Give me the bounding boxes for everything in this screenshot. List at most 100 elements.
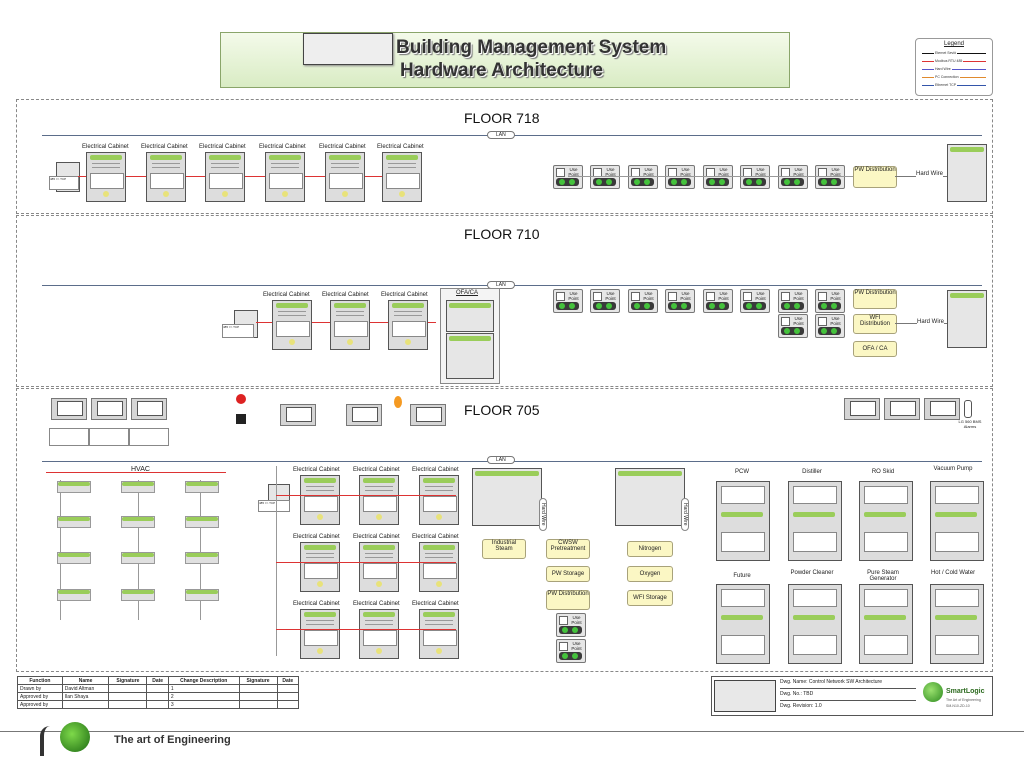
electrical-cabinet	[330, 300, 370, 350]
alarm-sensor-icon	[236, 414, 246, 424]
hvac-unit	[121, 552, 155, 564]
smartlogic-logo-icon	[923, 682, 943, 702]
modbus-wire-705	[276, 562, 456, 563]
electrical-cabinet	[265, 152, 305, 202]
hvac-bus	[46, 472, 226, 473]
use-point: Use Point	[628, 165, 658, 189]
use-point: Use Point	[556, 613, 586, 637]
electrical-cabinet	[272, 300, 312, 350]
cabinet-trunk-705	[276, 466, 277, 656]
floor-705-title: FLOOR 705	[464, 402, 540, 418]
hvac-unit	[185, 552, 219, 564]
col-header: Date	[146, 676, 169, 685]
ofaca-plc	[446, 333, 494, 379]
cabinet-label: Electrical Cabinet	[319, 144, 366, 150]
pw-distribution-718: PW Distribution	[853, 166, 897, 188]
use-point: Use Point	[665, 165, 695, 189]
workstation-pc	[884, 398, 920, 420]
use-point: Use Point	[703, 289, 733, 313]
fire-icon	[394, 396, 402, 408]
converter-705-info: 485 => TCP	[258, 500, 290, 512]
cabinet-label: Electrical Cabinet	[377, 144, 424, 150]
footer-logo-swoosh-icon	[40, 726, 58, 756]
use-point: Use Point	[778, 314, 808, 338]
use-point: Use Point	[740, 289, 770, 313]
cabinet-label: Electrical Cabinet	[293, 467, 340, 473]
hard-wire-vertical: Hard Wire	[681, 498, 689, 531]
electrical-cabinet	[300, 609, 340, 659]
equipment-panel	[930, 584, 984, 664]
pw-distribution-705: PW Distribution	[546, 590, 590, 610]
cabinet-label: Electrical Cabinet	[353, 534, 400, 540]
equipment-panel	[930, 481, 984, 561]
electrical-cabinet	[388, 300, 428, 350]
wfi-storage: WFI Storage	[627, 590, 673, 606]
cabinet-label: Electrical Cabinet	[412, 467, 459, 473]
use-point: Use Point	[556, 639, 586, 663]
modbus-wire-705	[276, 495, 456, 496]
legend-label: Hard Wire	[934, 67, 952, 71]
legend-label: PC Connection	[934, 75, 960, 79]
electrical-cabinet	[359, 475, 399, 525]
ofaca-unit	[446, 300, 494, 332]
legend-label: Eternet Sevi#	[934, 51, 958, 55]
equipment-panel	[716, 481, 770, 561]
hardwire-718	[568, 176, 854, 177]
hvac-unit	[57, 481, 91, 493]
brand-code: SM-N10-ZD-10	[946, 704, 970, 708]
cabinet-label: Electrical Cabinet	[381, 292, 428, 298]
legend-label: Ethernet TCP	[934, 83, 958, 87]
legend-title: Legend	[943, 41, 965, 47]
signoff-table: Function Name Signature Date Change Desc…	[17, 676, 300, 709]
plc-cabinet-718	[947, 144, 987, 202]
use-point: Use Point	[815, 314, 845, 338]
equipment-panel	[788, 481, 842, 561]
plc-rack-gases	[615, 468, 685, 526]
use-point: Use Point	[590, 289, 620, 313]
pw-distribution-710: PW Distribution	[853, 289, 897, 309]
electrical-cabinet	[300, 542, 340, 592]
col-header: Signature	[238, 676, 278, 685]
electrical-cabinet	[359, 609, 399, 659]
use-point: Use Point	[778, 165, 808, 189]
hvac-drop	[138, 480, 139, 620]
electrical-cabinet	[382, 152, 422, 202]
oxygen: Oxygen	[627, 566, 673, 582]
nitrogen: Nitrogen	[627, 541, 673, 557]
pw-storage: PW Storage	[546, 566, 590, 582]
cabinet-label: Electrical Cabinet	[199, 144, 246, 150]
footer-logo-icon	[60, 722, 90, 752]
lg-box-label: LG 560 BMS Alarms	[958, 419, 982, 429]
equipment-label: Future	[733, 573, 751, 579]
electrical-cabinet	[205, 152, 245, 202]
cabinet-label: Electrical Cabinet	[141, 144, 188, 150]
floor-710-title: FLOOR 710	[464, 226, 540, 242]
equipment-label: RO Skid	[871, 469, 895, 475]
equipment-label: Distiller	[802, 469, 822, 475]
electrical-cabinet	[146, 152, 186, 202]
cwsw-pretreatment: CWSW Pretreatment	[546, 539, 590, 559]
workstation-pc	[280, 404, 316, 426]
pc-info	[129, 428, 169, 446]
col-header: Date	[276, 676, 300, 685]
plc-rack-utilities	[472, 468, 542, 526]
hvac-unit	[185, 481, 219, 493]
workstation-pc	[410, 404, 446, 426]
use-point: Use Point	[740, 165, 770, 189]
cabinet-label: Electrical Cabinet	[353, 601, 400, 607]
converter-718-info: 485 => TCP	[49, 176, 79, 190]
legend: Legend Eternet Sevi# Modbus RTU 485 Hard…	[915, 38, 993, 96]
cabinet-label: Electrical Cabinet	[293, 534, 340, 540]
col-header: Change Description	[167, 676, 240, 685]
company-logo-placeholder	[303, 33, 393, 65]
drawing-name: Dwg. Name: Control Network SW Architectu…	[780, 677, 916, 689]
workstation-pc	[131, 398, 167, 420]
ofa-ca-710: OFA / CA	[853, 341, 897, 357]
ofaca-label: OFA/CA	[456, 290, 479, 296]
cabinet-label: Electrical Cabinet	[263, 292, 310, 298]
workstation-pc	[924, 398, 960, 420]
page-title-line1: Building Management System	[396, 37, 667, 58]
workstation-pc	[51, 398, 87, 420]
